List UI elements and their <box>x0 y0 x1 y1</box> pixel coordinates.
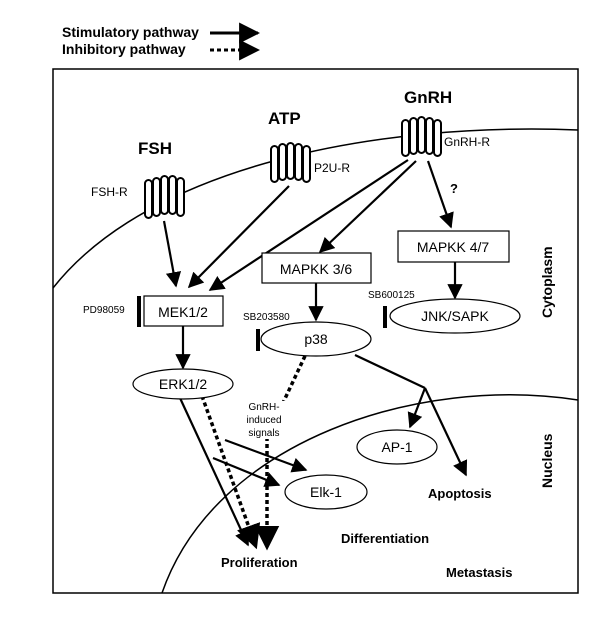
proliferation-label: Proliferation <box>221 555 298 570</box>
jnk-node-ellipse <box>389 298 521 334</box>
sb600125-label: SB600125 <box>368 290 415 301</box>
p38-node-ellipse <box>260 321 372 357</box>
arrow-to-apoptosis <box>424 387 468 477</box>
arrow-to-ap1 <box>407 387 427 429</box>
pd98059-block-bar <box>137 296 141 327</box>
metastasis-label: Metastasis <box>446 565 512 580</box>
signals-label-line3: signals <box>248 428 279 439</box>
arrow-fshr-to-mek <box>162 220 182 288</box>
signals-label-line1: GnRH- <box>248 402 279 413</box>
sb203580-label: SB203580 <box>243 312 290 323</box>
legend-stimulatory-label: Stimulatory pathway <box>62 24 199 40</box>
mapkk36-node-box <box>261 252 372 284</box>
atp-ligand-label: ATP <box>268 109 301 128</box>
legend: Stimulatory pathway Inhibitory pathway <box>62 22 261 61</box>
p38-node-label: p38 <box>304 331 328 347</box>
gnrh-ligand-label: GnRH <box>404 88 452 107</box>
fsh-r-label: FSH-R <box>91 185 128 199</box>
nuclear-membrane <box>161 394 579 594</box>
sb203580-block-bar <box>256 329 260 351</box>
p2u-r-label: P2U-R <box>314 161 350 175</box>
arrow-p2ur-to-mek <box>187 185 290 289</box>
cytoplasm-label: Cytoplasm <box>539 246 555 318</box>
signals-label-backdrop <box>239 401 291 439</box>
jnk-node-label: JNK/SAPK <box>421 308 489 324</box>
arrow-gnrhr-to-mek <box>208 159 409 291</box>
apoptosis-label: Apoptosis <box>428 486 492 501</box>
gnrh-receptor-icon <box>401 116 442 157</box>
arrow-erk-to-proliferation <box>179 397 250 547</box>
nucleus-label: Nucleus <box>539 433 555 488</box>
mek-node-label: MEK1/2 <box>158 304 208 320</box>
erk-node-ellipse <box>132 368 234 400</box>
line-p38-branch <box>354 354 426 389</box>
mapkk47-node-box <box>397 230 510 263</box>
fsh-ligand-label: FSH <box>138 139 172 158</box>
erk-node-label: ERK1/2 <box>159 376 207 392</box>
inhibitory-arrows <box>200 355 307 551</box>
arrow-gnrhr-to-mapkk36 <box>318 160 417 254</box>
arrow-gnrhr-to-mapkk47 <box>426 160 454 229</box>
fsh-receptor-icon <box>144 175 185 219</box>
ap1-node-ellipse <box>356 429 438 465</box>
p2u-receptor-icon <box>270 142 311 183</box>
legend-inhibitory-label: Inhibitory pathway <box>62 41 186 57</box>
elk1-node-label: Elk-1 <box>310 484 342 500</box>
sb600125-block-bar <box>383 306 387 328</box>
gnrh-r-label: GnRH-R <box>444 135 490 149</box>
unknown-path-label: ? <box>450 181 458 196</box>
differentiation-label: Differentiation <box>341 531 429 546</box>
dashed-arrow-erk-to-proliferation <box>200 395 261 550</box>
mek-node-box <box>143 295 224 327</box>
diagram-frame <box>52 68 579 594</box>
pd98059-label: PD98059 <box>83 305 125 316</box>
dashed-line-p38-upper <box>265 355 307 438</box>
elk1-node-ellipse <box>284 474 368 510</box>
ap1-node-label: AP-1 <box>381 439 412 455</box>
mapkk36-node-label: MAPKK 3/6 <box>280 261 353 277</box>
signals-label-line2: induced <box>246 415 281 426</box>
mapkk47-node-label: MAPKK 4/7 <box>417 239 490 255</box>
